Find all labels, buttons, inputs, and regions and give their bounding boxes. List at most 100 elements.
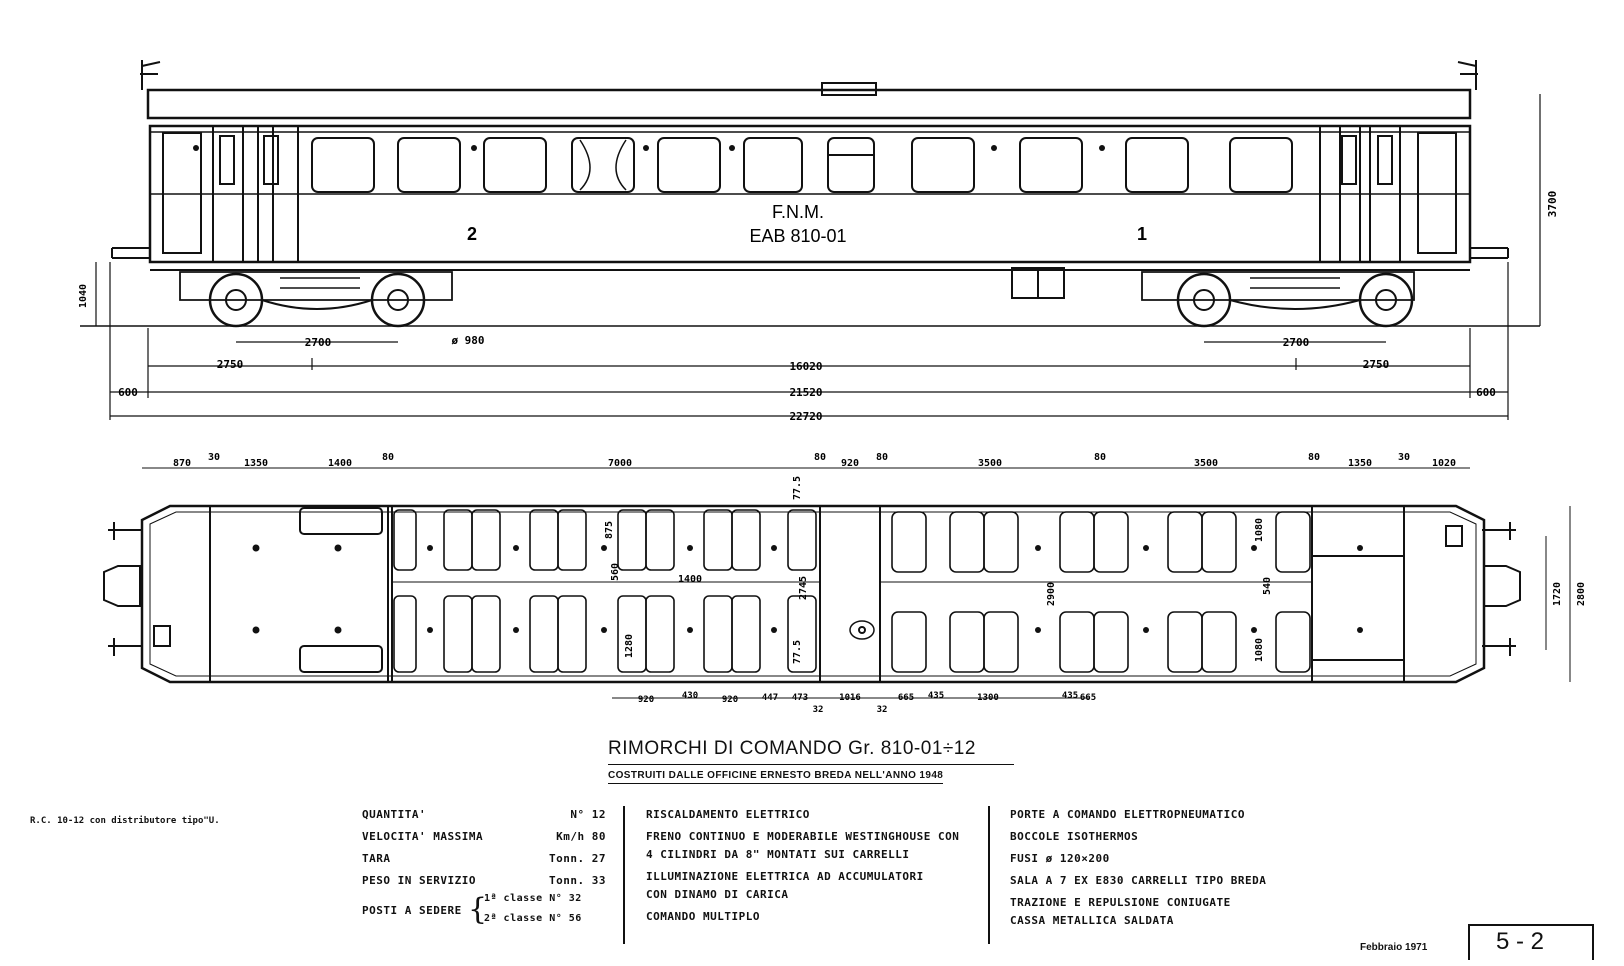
dim-width-outer: 2800 bbox=[1576, 582, 1587, 606]
dim-overhang-right: 2750 bbox=[1363, 358, 1390, 371]
plan-dimension-dimensions_plan_top-1: 30 bbox=[208, 452, 220, 463]
plan-dimension-dimensions_plan_top-15: 1020 bbox=[1432, 458, 1456, 469]
plan-dimension-dimensions_plan_inner-10: 1080 bbox=[1254, 638, 1265, 662]
car-number: EAB 810-01 bbox=[749, 226, 846, 246]
plan-dimension-dimensions_plan_top-10: 80 bbox=[1094, 452, 1106, 463]
spec-label: QUANTITA' bbox=[362, 808, 427, 821]
plan-dimension-dimensions_plan_bottom-5: 32 bbox=[813, 705, 824, 715]
plan-dimension-dimensions_plan_inner-0: 875 bbox=[604, 521, 615, 539]
spec-label: PESO IN SERVIZIO bbox=[362, 874, 476, 887]
spec-line: 4 CILINDRI DA 8" MONTATI SUI CARRELLI bbox=[646, 848, 910, 861]
title-underline bbox=[608, 764, 1014, 765]
seats-first: 1ª classe N° 32 bbox=[484, 893, 582, 904]
plan-dimension-dimensions_plan_inner-4: 77.5 bbox=[792, 476, 803, 500]
dim-buffer-height: 1040 bbox=[78, 284, 89, 308]
plan-view bbox=[103, 504, 1521, 684]
end-label-1: 1 bbox=[1137, 224, 1147, 244]
dim-body: 21520 bbox=[789, 386, 822, 399]
plan-dimension-dimensions_plan_inner-2: 1400 bbox=[678, 574, 702, 585]
spec-value: N° 12 bbox=[570, 808, 606, 821]
spec-line: CON DINAMO DI CARICA bbox=[646, 888, 789, 901]
dim-width-inner: 1720 bbox=[1552, 582, 1563, 606]
spec-line: FUSI ø 120×200 bbox=[1010, 852, 1110, 865]
drawing-date: Febbraio 1971 bbox=[1360, 942, 1428, 953]
seats-label: POSTI A SEDERE bbox=[362, 904, 462, 917]
plan-dimension-dimensions_plan_top-4: 80 bbox=[382, 452, 394, 463]
dim-wheel: ø 980 bbox=[451, 334, 484, 347]
spec-line: CASSA METALLICA SALDATA bbox=[1010, 914, 1174, 927]
plan-top-dimension-line bbox=[142, 467, 1571, 682]
plan-dimension-dimensions_plan_top-11: 3500 bbox=[1194, 458, 1218, 469]
end-label-2: 2 bbox=[467, 224, 477, 244]
spec-line: SALA A 7 EX E830 CARRELLI TIPO BREDA bbox=[1010, 874, 1267, 887]
spec-row: PESO IN SERVIZIO Tonn. 33 bbox=[362, 870, 606, 892]
drawing-subtitle: COSTRUITI DALLE OFFICINE ERNESTO BREDA N… bbox=[608, 770, 944, 784]
sheet-number: 5 - 2 bbox=[1496, 928, 1545, 955]
dim-buffer-right: 600 bbox=[1476, 386, 1496, 399]
plan-dimension-dimensions_plan_top-12: 80 bbox=[1308, 452, 1320, 463]
spec-separator-1 bbox=[623, 806, 625, 944]
plan-dimension-dimensions_plan_bottom-2: 920 bbox=[722, 695, 738, 705]
dim-overhang-left: 2750 bbox=[217, 358, 244, 371]
dim-pivots: 16020 bbox=[789, 360, 822, 373]
side-dimension-lines bbox=[95, 94, 1541, 420]
seats-row: POSTI A SEDERE { 1ª classe N° 32 2ª clas… bbox=[362, 892, 606, 932]
spec-line: ILLUMINAZIONE ELETTRICA AD ACCUMULATORI bbox=[646, 870, 924, 883]
spec-line: FRENO CONTINUO E MODERABILE WESTINGHOUSE… bbox=[646, 830, 960, 843]
plan-dimension-dimensions_plan_inner-7: 2900 bbox=[1046, 582, 1057, 606]
plan-dimension-dimensions_plan_inner-5: 2745 bbox=[798, 576, 809, 600]
plan-top-dimensions: 870 30 1350 1400 80 7000 80 920 80 3500 80 3500 80 13… bbox=[173, 452, 1456, 469]
plan-dimension-dimensions_plan_inner-9: 540 bbox=[1262, 577, 1273, 595]
plan-dimension-dimensions_plan_top-14: 30 bbox=[1398, 452, 1410, 463]
spec-line: RISCALDAMENTO ELETTRICO bbox=[646, 808, 810, 821]
plan-dimension-dimensions_plan_top-8: 80 bbox=[876, 452, 888, 463]
plan-dimension-dimensions_plan_top-6: 80 bbox=[814, 452, 826, 463]
plan-dimension-dimensions_plan_bottom-0: 920 bbox=[638, 695, 654, 705]
spec-row: QUANTITA' N° 12 bbox=[362, 804, 606, 826]
specs-column-3: PORTE A COMANDO ELETTROPNEUMATICO BOCCOL… bbox=[1010, 804, 1266, 932]
drawing-title: RIMORCHI DI COMANDO Gr. 810-01÷12 bbox=[608, 738, 976, 759]
dim-height: 3700 bbox=[1546, 191, 1559, 218]
plan-dimension-dimensions_plan_inner-8: 1080 bbox=[1254, 518, 1265, 542]
company-label: F.N.M. bbox=[772, 202, 824, 222]
dim-buffer-left: 600 bbox=[118, 386, 138, 399]
plan-dimension-dimensions_plan_bottom-1: 430 bbox=[682, 691, 698, 701]
plan-bolts bbox=[252, 544, 1363, 634]
plan-inner-dimensions: 875 560 1400 1280 77.5 2745 77.5 2900 1080 540 108… bbox=[604, 476, 1273, 664]
plan-dimension-dimensions_plan_top-7: 920 bbox=[841, 458, 859, 469]
plan-dimension-dimensions_plan_bottom-11: 435 bbox=[1062, 691, 1078, 701]
seats-brace: { bbox=[468, 892, 488, 927]
seats-second: 2ª classe N° 56 bbox=[484, 913, 582, 924]
spec-line: BOCCOLE ISOTHERMOS bbox=[1010, 830, 1139, 843]
plan-dimension-dimensions_plan_bottom-7: 32 bbox=[877, 705, 888, 715]
plan-dimension-dimensions_plan_top-3: 1400 bbox=[328, 458, 352, 469]
plan-dimension-dimensions_plan_inner-6: 77.5 bbox=[792, 640, 803, 664]
spec-line: COMANDO MULTIPLO bbox=[646, 910, 760, 923]
plan-dimension-dimensions_plan_top-2: 1350 bbox=[244, 458, 268, 469]
side-elevation bbox=[80, 60, 1540, 328]
spec-value: Tonn. 27 bbox=[549, 852, 606, 865]
dim-bogie-left: 2700 bbox=[305, 336, 332, 349]
dim-bogie-right: 2700 bbox=[1283, 336, 1310, 349]
spec-separator-2 bbox=[988, 806, 990, 944]
note-left: R.C. 10-12 con distributore tipo"U. bbox=[30, 816, 220, 826]
plan-dimension-dimensions_plan_bottom-9: 435 bbox=[928, 691, 944, 701]
spec-label: TARA bbox=[362, 852, 391, 865]
plan-dimension-dimensions_plan_top-0: 870 bbox=[173, 458, 191, 469]
plan-dimension-dimensions_plan_top-13: 1350 bbox=[1348, 458, 1372, 469]
spec-value: Tonn. 33 bbox=[549, 874, 606, 887]
spec-row: VELOCITA' MASSIMA Km/h 80 bbox=[362, 826, 606, 848]
dim-overall: 22720 bbox=[789, 410, 822, 423]
sheet-number-box: 5 - 2 bbox=[1468, 924, 1594, 960]
plan-dimension-dimensions_plan_inner-1: 560 bbox=[610, 563, 621, 581]
plan-dimension-dimensions_plan_top-5: 7000 bbox=[608, 458, 632, 469]
spec-line: PORTE A COMANDO ELETTROPNEUMATICO bbox=[1010, 808, 1246, 821]
spec-label: VELOCITA' MASSIMA bbox=[362, 830, 484, 843]
spec-row: TARA Tonn. 27 bbox=[362, 848, 606, 870]
plan-dimension-dimensions_plan_top-9: 3500 bbox=[978, 458, 1002, 469]
plan-dimension-dimensions_plan_inner-3: 1280 bbox=[624, 634, 635, 658]
spec-line: TRAZIONE E REPULSIONE CONIUGATE bbox=[1010, 896, 1231, 909]
spec-value: Km/h 80 bbox=[556, 830, 606, 843]
